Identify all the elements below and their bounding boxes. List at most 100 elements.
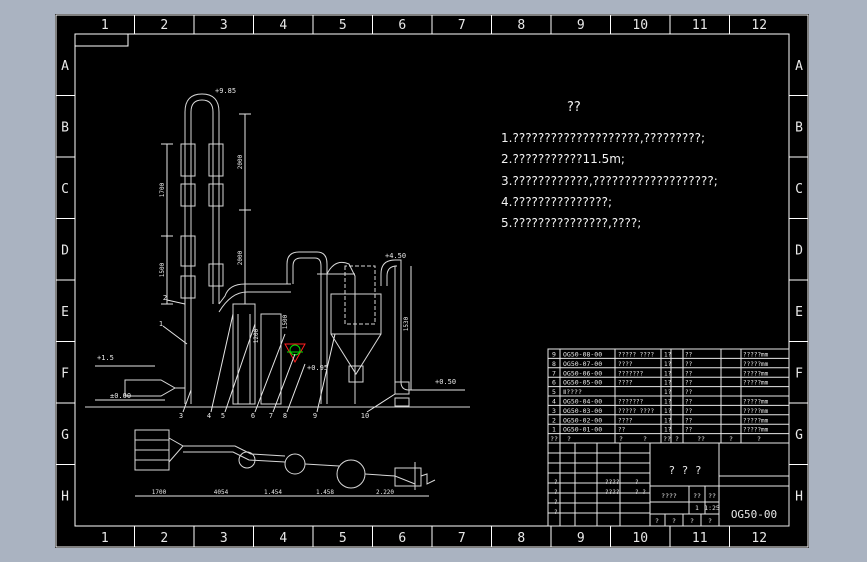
part-code: OG50-08-00 bbox=[563, 351, 602, 359]
parts-header-cell: ? bbox=[643, 435, 647, 443]
zone-row-label-left: B bbox=[61, 120, 69, 135]
zone-column-label-top: 11 bbox=[692, 18, 708, 33]
elbow-pipe-1 bbox=[286, 251, 328, 404]
zone-row-label-left: D bbox=[61, 243, 69, 258]
title-block-cell: ? bbox=[554, 509, 558, 516]
sheet-cell: ? bbox=[690, 517, 694, 525]
part-note: ?????mm bbox=[743, 427, 769, 434]
zone-column-label-bottom: 7 bbox=[458, 531, 466, 546]
callout-number: 10 bbox=[361, 412, 369, 420]
title-block-cell: ? bbox=[554, 489, 558, 496]
part-material: ?? bbox=[685, 399, 693, 406]
cyclone-dashed-outline bbox=[344, 265, 376, 325]
part-number: 3 bbox=[552, 407, 556, 415]
plan-cyclone-1 bbox=[284, 453, 306, 475]
riser-pipe-inner bbox=[190, 99, 214, 404]
part-qty: 1? bbox=[664, 408, 672, 415]
part-code: OG50-05-00 bbox=[563, 379, 602, 387]
elevation-right-top: +4.50 bbox=[385, 252, 406, 260]
part-name: ?? bbox=[618, 427, 626, 434]
riser-segment-4 bbox=[180, 275, 196, 299]
plan-dimension-label: 1.458 bbox=[316, 489, 334, 496]
parts-header-cell: ? bbox=[757, 435, 761, 443]
zone-column-label-top: 4 bbox=[279, 18, 287, 33]
valve-box bbox=[394, 381, 410, 395]
title-block-cell: ???? bbox=[605, 489, 620, 496]
part-qty: 1? bbox=[664, 399, 672, 406]
separator-column-1 bbox=[232, 303, 256, 405]
zone-row-label-left: G bbox=[61, 428, 69, 443]
part-note: ?????mm bbox=[743, 417, 769, 424]
part-qty: 1? bbox=[664, 389, 672, 396]
zone-row-label-left: H bbox=[61, 489, 69, 504]
dimension-label: 1500 bbox=[282, 314, 289, 329]
callout-number: 1 bbox=[159, 320, 163, 328]
scale-value: 1:25 bbox=[704, 504, 720, 512]
plan-cyclone-2 bbox=[336, 459, 366, 489]
plan-dimension-label: 2.220 bbox=[376, 489, 394, 496]
part-number: 4 bbox=[552, 398, 556, 406]
dimension-label: 2000 bbox=[237, 250, 244, 265]
note-line: 2.???????????11.5m; bbox=[501, 152, 625, 166]
part-qty: 1? bbox=[664, 427, 672, 434]
cyclone-body bbox=[330, 293, 382, 335]
right-downpipe-outer bbox=[380, 259, 427, 391]
zone-column-label-bottom: 10 bbox=[632, 531, 648, 546]
zone-row-label-left: C bbox=[61, 182, 69, 197]
sheet-cell: ? bbox=[708, 517, 712, 525]
highlight-green-ring bbox=[289, 344, 301, 356]
callout-number: 6 bbox=[251, 412, 255, 420]
plan-dimension-label: 1700 bbox=[152, 489, 167, 496]
elevation-left-low: ±0.00 bbox=[110, 392, 131, 400]
part-number: 9 bbox=[552, 351, 556, 359]
part-qty: 1? bbox=[664, 361, 672, 368]
plan-pipe-1 bbox=[183, 445, 286, 457]
part-name: ????? ???? bbox=[618, 352, 655, 359]
highlight-red-triangle bbox=[284, 343, 306, 364]
parts-header-cell: ? bbox=[619, 435, 623, 443]
title-block-cell: ???? bbox=[605, 479, 620, 486]
sheet-cell: ? bbox=[655, 517, 659, 525]
text-layer: +9.85+4.50+1.5+0.95+0.50±0.0020002000170… bbox=[97, 87, 777, 525]
dimension-label: 1500 bbox=[159, 262, 166, 277]
elevation-top: +9.85 bbox=[215, 87, 236, 95]
zone-column-label-bottom: 9 bbox=[577, 531, 585, 546]
title-block-cell: ? ? bbox=[635, 489, 646, 496]
part-name: ???? bbox=[618, 417, 633, 424]
zone-row-label-right: G bbox=[795, 428, 803, 443]
dimension-label: 1200 bbox=[253, 328, 260, 343]
part-material: ?? bbox=[685, 417, 693, 424]
elevation-mid: +0.95 bbox=[307, 364, 328, 372]
callout-number: 9 bbox=[313, 412, 317, 420]
part-note: ?????mm bbox=[743, 361, 769, 368]
corner-tab bbox=[75, 34, 129, 47]
part-code: OG50-02-00 bbox=[563, 416, 602, 424]
callout-number: 5 bbox=[221, 412, 225, 420]
part-name: ??????? bbox=[618, 370, 644, 377]
zone-row-label-right: F bbox=[795, 366, 803, 381]
part-material: ?? bbox=[685, 370, 693, 377]
part-material: ?? bbox=[685, 380, 693, 387]
callout-leaders bbox=[162, 299, 396, 413]
part-material: ?? bbox=[685, 408, 693, 415]
downpipe-segment-3 bbox=[208, 263, 224, 287]
title-block-cell: ? bbox=[635, 479, 639, 486]
part-note: ?????mm bbox=[743, 408, 769, 415]
part-name: ????? ???? bbox=[618, 408, 655, 415]
part-code: Ⅱ???? bbox=[563, 388, 582, 396]
part-number: 7 bbox=[552, 369, 556, 377]
cyclone-cone bbox=[330, 333, 382, 375]
part-name: ???? bbox=[618, 361, 633, 368]
sheet-cell: ? bbox=[672, 517, 676, 525]
zone-column-label-top: 10 bbox=[632, 18, 648, 33]
elevation-view bbox=[85, 93, 470, 413]
parts-header-cell: ? bbox=[675, 435, 679, 443]
zone-column-label-bottom: 3 bbox=[220, 531, 228, 546]
part-qty: 1? bbox=[664, 370, 672, 377]
notes-title: ?? bbox=[567, 100, 581, 115]
zone-column-label-bottom: 5 bbox=[339, 531, 347, 546]
plan-view bbox=[134, 429, 436, 497]
riser-segment-2 bbox=[180, 183, 196, 207]
